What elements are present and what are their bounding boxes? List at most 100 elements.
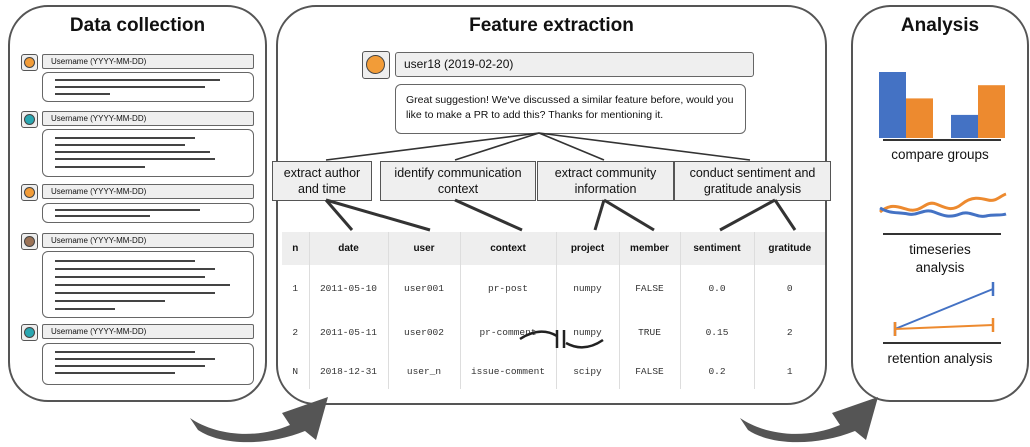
comment-body xyxy=(42,72,254,102)
table-cell: issue-comment xyxy=(459,353,556,389)
table-cell: 0.2 xyxy=(679,353,754,389)
table-header-row: n date user context project member senti… xyxy=(282,232,825,265)
retention-chart xyxy=(893,282,995,336)
table-cell: N xyxy=(292,365,299,377)
comment-body xyxy=(42,343,254,385)
table-cell: 2011-05-11 xyxy=(308,312,388,353)
table-row: 1 2011-05-10 user001 pr-post numpy FALSE… xyxy=(282,265,825,312)
divider xyxy=(883,233,1001,235)
method-label-retention: retention analysis xyxy=(887,351,993,366)
avatar xyxy=(366,55,385,74)
table-cell: 2 xyxy=(292,327,299,338)
table-cell: 2018-12-31 xyxy=(308,353,388,389)
feature-extraction-panel: Feature extraction user18 (2019-02-20) G… xyxy=(272,5,831,405)
text-line xyxy=(55,151,210,153)
text-line xyxy=(55,276,205,278)
feature-extraction-title: Feature extraction xyxy=(469,15,634,36)
comment-body: Great suggestion! We've discussed a simi… xyxy=(395,84,746,134)
text-line xyxy=(55,86,205,88)
text-line xyxy=(55,166,145,168)
method-label-compare: compare groups xyxy=(891,147,989,162)
table-row: N 2018-12-31 user_n issue-comment scipy … xyxy=(282,353,825,389)
bar xyxy=(978,85,1005,138)
table-cell: pr-post xyxy=(459,265,556,312)
comment-header: user18 (2019-02-20) xyxy=(395,52,754,77)
step-sentiment-gratitude: conduct sentiment and gratitude analysis xyxy=(674,161,831,201)
table-cell: user002 xyxy=(387,312,460,353)
column-header: context xyxy=(459,232,556,265)
table-cell: 1 xyxy=(292,283,299,294)
series-line-blue xyxy=(879,206,1007,218)
column-header: date xyxy=(308,232,388,265)
text-line xyxy=(55,93,110,95)
table-cell: 0.15 xyxy=(679,312,754,353)
avatar-frame xyxy=(21,54,38,71)
data-collection-panel: Data collection Username (YYYY-MM-DD) Us… xyxy=(8,5,267,402)
comment-body xyxy=(42,203,254,223)
series-line-orange xyxy=(879,192,1007,214)
table-row: 2 2011-05-11 user002 pr-comment numpy TR… xyxy=(282,312,825,353)
table-cell: TRUE xyxy=(618,312,680,353)
analysis-title: Analysis xyxy=(900,15,980,36)
avatar xyxy=(23,235,35,247)
text-line xyxy=(55,215,150,217)
avatar-frame xyxy=(21,111,38,128)
comment-header: Username (YYYY-MM-DD) xyxy=(42,184,254,199)
table-cell: numpy xyxy=(555,312,619,353)
column-header: project xyxy=(555,232,619,265)
divider xyxy=(883,342,1001,344)
text-line xyxy=(55,144,185,146)
text-line xyxy=(55,372,175,374)
text-line xyxy=(55,300,165,302)
step-identify-context: identify communication context xyxy=(380,161,536,201)
comment-header: Username (YYYY-MM-DD) xyxy=(42,233,254,248)
text-line xyxy=(55,351,195,353)
text-line xyxy=(55,137,195,139)
bar xyxy=(906,98,933,138)
step-extract-author-time: extract author and time xyxy=(272,161,372,201)
text-line xyxy=(55,158,215,160)
data-collection-title: Data collection xyxy=(69,15,206,36)
avatar-frame xyxy=(21,184,38,201)
text-line xyxy=(55,79,220,81)
step-extract-community: extract community information xyxy=(537,161,674,201)
compare-groups-chart xyxy=(879,72,1005,138)
text-line xyxy=(55,268,215,270)
series-line-blue xyxy=(894,288,994,330)
table-cell: FALSE xyxy=(618,353,680,389)
avatar-frame xyxy=(362,51,390,79)
text-line xyxy=(55,308,115,310)
divider xyxy=(883,139,1001,141)
avatar xyxy=(23,326,35,338)
table-cell: user_n xyxy=(387,353,460,389)
method-label-timeseries: timeseries analysis xyxy=(909,242,971,275)
table-cell: user001 xyxy=(387,265,460,312)
table-cell: scipy xyxy=(555,353,619,389)
text-line xyxy=(55,292,215,294)
avatar xyxy=(23,113,35,125)
timeseries-chart xyxy=(879,192,1007,218)
bar xyxy=(951,114,978,138)
column-header: gratitude xyxy=(753,232,825,265)
text-line xyxy=(55,260,195,262)
avatar xyxy=(23,56,35,68)
table-cell: 0.0 xyxy=(679,265,754,312)
column-header: member xyxy=(618,232,680,265)
features-table: n date user context project member senti… xyxy=(282,232,825,389)
analysis-panel: Analysis compare groups timeseries analy… xyxy=(851,5,1029,402)
avatar xyxy=(23,186,35,198)
column-header: user xyxy=(387,232,460,265)
table-cell: 2 xyxy=(753,312,825,353)
table-cell: 1 xyxy=(753,353,825,389)
comment-header: Username (YYYY-MM-DD) xyxy=(42,111,254,126)
table-cell: 2011-05-10 xyxy=(308,265,388,312)
series-line-orange xyxy=(894,324,994,330)
table-cell: 0 xyxy=(753,265,825,312)
table-cell: numpy xyxy=(555,265,619,312)
text-line xyxy=(55,358,215,360)
column-header: sentiment xyxy=(679,232,754,265)
column-header: n xyxy=(282,232,309,265)
text-line xyxy=(55,365,205,367)
text-line xyxy=(55,209,200,211)
avatar-frame xyxy=(21,324,38,341)
